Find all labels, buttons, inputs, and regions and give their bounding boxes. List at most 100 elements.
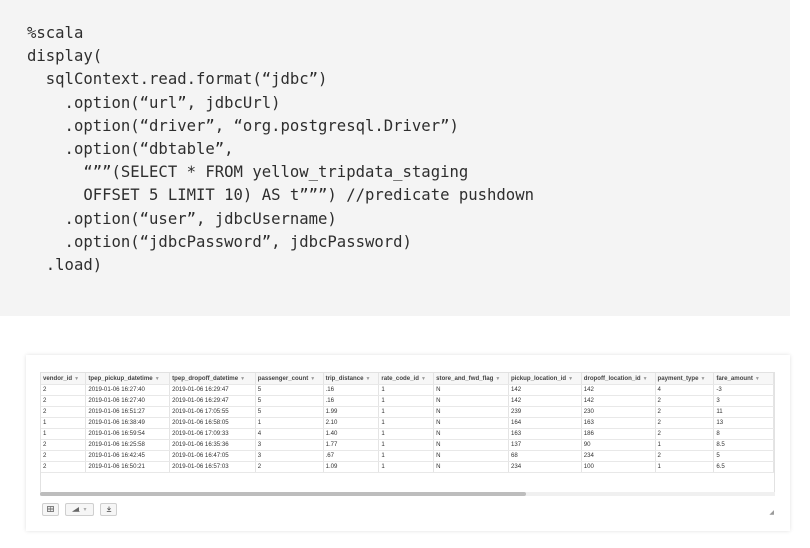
sort-caret-icon[interactable]: ▼ [310,375,316,382]
horizontal-scrollbar[interactable] [40,492,775,496]
column-header-label: dropoff_location_id [583,374,641,382]
table-cell: 1 [655,461,715,473]
column-header-label: rate_code_id [381,374,419,382]
column-header[interactable]: store_and_fwd_flag▼ [433,373,509,385]
code-line: .option(“user”, jdbcUsername) [27,209,337,228]
table-cell: 164 [508,417,582,429]
table-cell: 8 [713,428,774,440]
resize-handle-icon[interactable]: ◢ [769,509,774,516]
table-cell: 3 [255,450,324,462]
table-cell: .16 [323,384,380,396]
column-header[interactable]: fare_amount▼ [713,373,774,385]
scrollbar-thumb[interactable] [40,492,526,496]
table-icon [47,505,54,514]
column-header-label: vendor_id [43,374,73,382]
sort-caret-icon[interactable]: ▼ [240,375,246,382]
column-header[interactable]: trip_distance▼ [323,373,380,385]
table-header-row: vendor_id▼tpep_pickup_datetime▼tpep_drop… [41,373,774,385]
column-header[interactable]: tpep_dropoff_datetime▼ [169,373,256,385]
table-cell: N [433,461,509,473]
sort-caret-icon[interactable]: ▼ [420,375,426,382]
sort-caret-icon[interactable]: ▼ [495,375,501,382]
column-header[interactable]: dropoff_location_id▼ [581,373,656,385]
table-cell: 1 [378,450,435,462]
column-header-label: trip_distance [325,374,364,382]
code-line: .option(“dbtable”, [27,139,234,158]
table-cell: 4 [655,384,715,396]
table-cell: 137 [508,439,582,451]
table-cell: 234 [508,461,582,473]
table-cell: 2019-01-06 16:29:47 [169,384,256,396]
code-line: OFFSET 5 LIMIT 10) AS t”””) //predicate … [27,186,534,205]
table-cell: 5 [255,406,324,418]
sort-caret-icon[interactable]: ▼ [365,375,371,382]
column-header[interactable]: rate_code_id▼ [378,373,435,385]
table-view-button[interactable] [42,503,59,516]
table-cell: 1 [255,417,324,429]
column-header-label: tpep_pickup_datetime [88,374,153,382]
sort-caret-icon[interactable]: ▼ [568,375,574,382]
code-line: .option(“driver”, “org.postgresql.Driver… [27,116,459,135]
sort-caret-icon[interactable]: ▼ [74,375,80,382]
table-cell: 163 [508,428,582,440]
code-cell[interactable]: %scala display( sqlContext.read.format(“j… [0,0,790,316]
table-cell: 2019-01-06 16:35:36 [169,439,256,451]
chart-view-button[interactable]: ▾ [65,503,94,516]
table-cell: 2019-01-06 16:50:21 [85,461,171,473]
sort-caret-icon[interactable]: ▼ [700,375,706,382]
table-cell: 1 [378,417,435,429]
table-cell: 186 [581,428,656,440]
column-header[interactable]: passenger_count▼ [255,373,324,385]
code-editor[interactable]: %scala display( sqlContext.read.format(“j… [27,22,534,277]
table-cell: N [433,428,509,440]
column-header[interactable]: payment_type▼ [655,373,715,385]
table-cell: 2019-01-06 16:57:03 [169,461,256,473]
code-line: display( [27,47,103,66]
column-header[interactable]: vendor_id▼ [41,373,87,385]
caret-down-icon[interactable]: ▾ [83,506,87,513]
table-cell: 142 [508,384,582,396]
table-cell: 230 [581,406,656,418]
table-cell: 2 [655,428,715,440]
table-cell: 1 [378,428,435,440]
table-cell: 1 [378,384,435,396]
table-cell: 1 [378,439,435,451]
table-cell: 8.5 [713,439,774,451]
table-cell: 2 [655,406,715,418]
column-header-label: payment_type [657,374,699,382]
table-cell: N [433,439,509,451]
column-header[interactable]: pickup_location_id▼ [508,373,582,385]
table-cell: 13 [713,417,774,429]
table-cell: 2019-01-06 16:47:05 [169,450,256,462]
code-line: sqlContext.read.format(“jdbc”) [27,70,328,89]
table-cell: 2 [655,395,715,407]
table-cell: 1.99 [323,406,380,418]
table-cell: 234 [581,450,656,462]
sort-caret-icon[interactable]: ▼ [754,375,760,382]
download-icon [106,506,112,514]
table-cell: 1.77 [323,439,380,451]
table-cell: 2019-01-06 16:42:45 [85,450,171,462]
bar-chart-icon [72,506,80,514]
table-cell: 2019-01-06 16:51:27 [85,406,171,418]
table-cell: 2019-01-06 16:25:58 [85,439,171,451]
table-cell: 2 [41,450,87,462]
table-cell: 2019-01-06 16:38:49 [85,417,171,429]
results-table-container[interactable]: vendor_id▼tpep_pickup_datetime▼tpep_drop… [40,372,775,493]
column-header[interactable]: tpep_pickup_datetime▼ [85,373,171,385]
table-cell: 2019-01-06 16:27:40 [85,384,171,396]
sort-caret-icon[interactable]: ▼ [154,375,160,382]
code-line: .option(“url”, jdbcUrl) [27,93,281,112]
table-cell: 100 [581,461,656,473]
table-cell: 1.09 [323,461,380,473]
sort-caret-icon[interactable]: ▼ [642,375,648,382]
code-line: %scala [27,24,84,42]
download-button[interactable] [100,503,117,516]
table-cell: 2 [41,406,87,418]
column-header-label: pickup_location_id [510,374,567,382]
